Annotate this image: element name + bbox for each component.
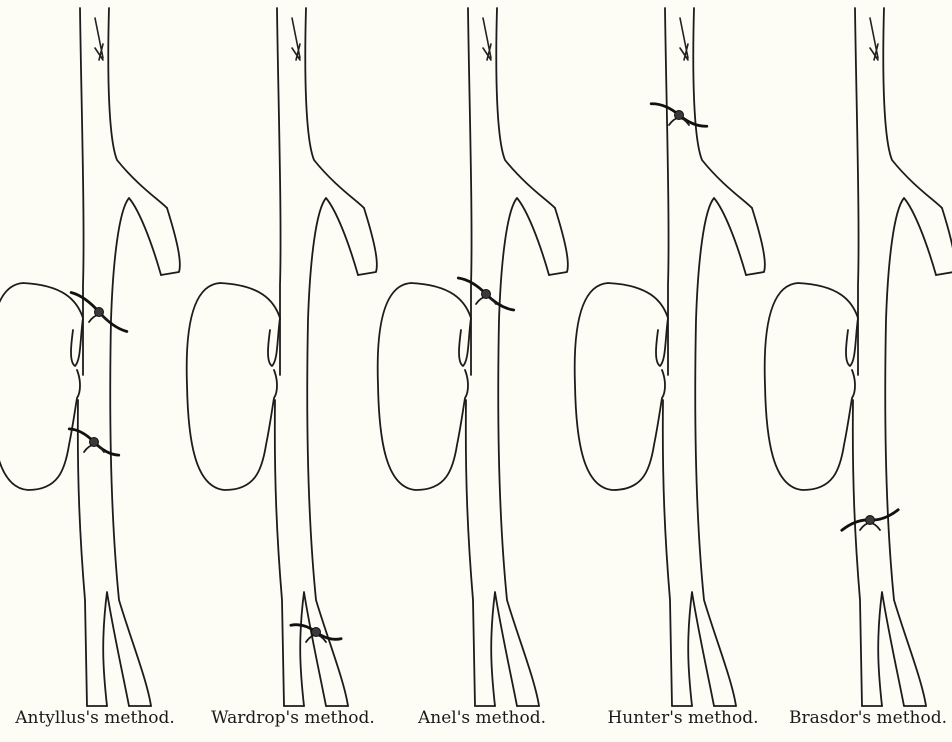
wardrop-vessel-wall-1 xyxy=(275,400,284,706)
antyllus-ligature-0 xyxy=(71,292,127,331)
hunter-flow-arrow-icon xyxy=(680,18,688,60)
panel-brasdor xyxy=(765,8,952,706)
hunter-vessel-wall-3 xyxy=(746,208,765,275)
hunter-vessel-wall-1 xyxy=(663,400,672,706)
wardrop-vessel-wall-2 xyxy=(305,8,364,208)
panel-antyllus xyxy=(0,8,180,706)
caption-hunter: Hunter's method. xyxy=(607,708,758,728)
panel-wardrop xyxy=(187,8,377,706)
antyllus-vessel-wall-9 xyxy=(71,318,83,366)
caption-antyllus: Antyllus's method. xyxy=(15,708,175,728)
antyllus-vessel-wall-5 xyxy=(103,592,129,706)
caption-anel: Anel's method. xyxy=(418,708,546,728)
brasdor-vessel-wall-1 xyxy=(853,400,862,706)
antyllus-vessel-wall-1 xyxy=(78,400,87,706)
anel-vessel-wall-2 xyxy=(496,8,555,208)
wardrop-vessel-wall-3 xyxy=(358,208,377,275)
hunter-vessel-wall-9 xyxy=(656,318,668,366)
antyllus-vessel-wall-4 xyxy=(110,198,161,706)
antyllus-vessel-wall-3 xyxy=(161,208,180,275)
wardrop-ligature-knot xyxy=(312,628,321,637)
hunter-vessel-wall-8 xyxy=(575,283,668,490)
brasdor-vessel-wall-4 xyxy=(885,198,936,706)
brasdor-flow-arrow-icon xyxy=(870,18,878,60)
hunter-vessel-wall-4 xyxy=(695,198,746,706)
anel-ligature-0 xyxy=(458,278,513,310)
anel-flow-arrow-icon xyxy=(483,18,491,60)
brasdor-ligature-knot xyxy=(866,516,875,525)
antyllus-flow-arrow-icon xyxy=(95,18,103,60)
brasdor-vessel-wall-2 xyxy=(883,8,942,208)
brasdor-vessel-wall-8 xyxy=(765,283,858,490)
caption-wardrop: Wardrop's method. xyxy=(211,708,375,728)
wardrop-vessel-wall-9 xyxy=(268,318,280,366)
wardrop-vessel-wall-5 xyxy=(300,592,326,706)
hunter-vessel-wall-5 xyxy=(688,592,714,706)
anel-vessel-wall-8 xyxy=(378,283,471,490)
antyllus-ligature-knot xyxy=(90,438,99,447)
anel-vessel-wall-3 xyxy=(549,208,568,275)
anel-vessel-wall-9 xyxy=(459,318,471,366)
hunter-ligature-0 xyxy=(651,104,707,127)
anel-vessel-wall-1 xyxy=(466,400,475,706)
brasdor-vessel-wall-9 xyxy=(846,318,858,366)
panel-hunter xyxy=(575,8,765,706)
hunter-ligature-knot xyxy=(675,111,684,120)
brasdor-vessel-wall-5 xyxy=(878,592,904,706)
panel-anel xyxy=(378,8,568,706)
anel-vessel-wall-4 xyxy=(498,198,549,706)
wardrop-ligature-0 xyxy=(291,625,341,642)
antyllus-vessel-wall-8 xyxy=(0,283,83,490)
hunter-vessel-wall-2 xyxy=(693,8,752,208)
wardrop-vessel-wall-8 xyxy=(187,283,280,490)
antyllus-vessel-wall-2 xyxy=(108,8,167,208)
brasdor-ligature-0 xyxy=(842,510,898,531)
anel-ligature-knot xyxy=(482,290,491,299)
antyllus-ligature-knot xyxy=(95,308,104,317)
anel-vessel-wall-5 xyxy=(491,592,517,706)
wardrop-flow-arrow-icon xyxy=(292,18,300,60)
caption-brasdor: Brasdor's method. xyxy=(789,708,947,728)
brasdor-vessel-wall-3 xyxy=(936,208,952,275)
